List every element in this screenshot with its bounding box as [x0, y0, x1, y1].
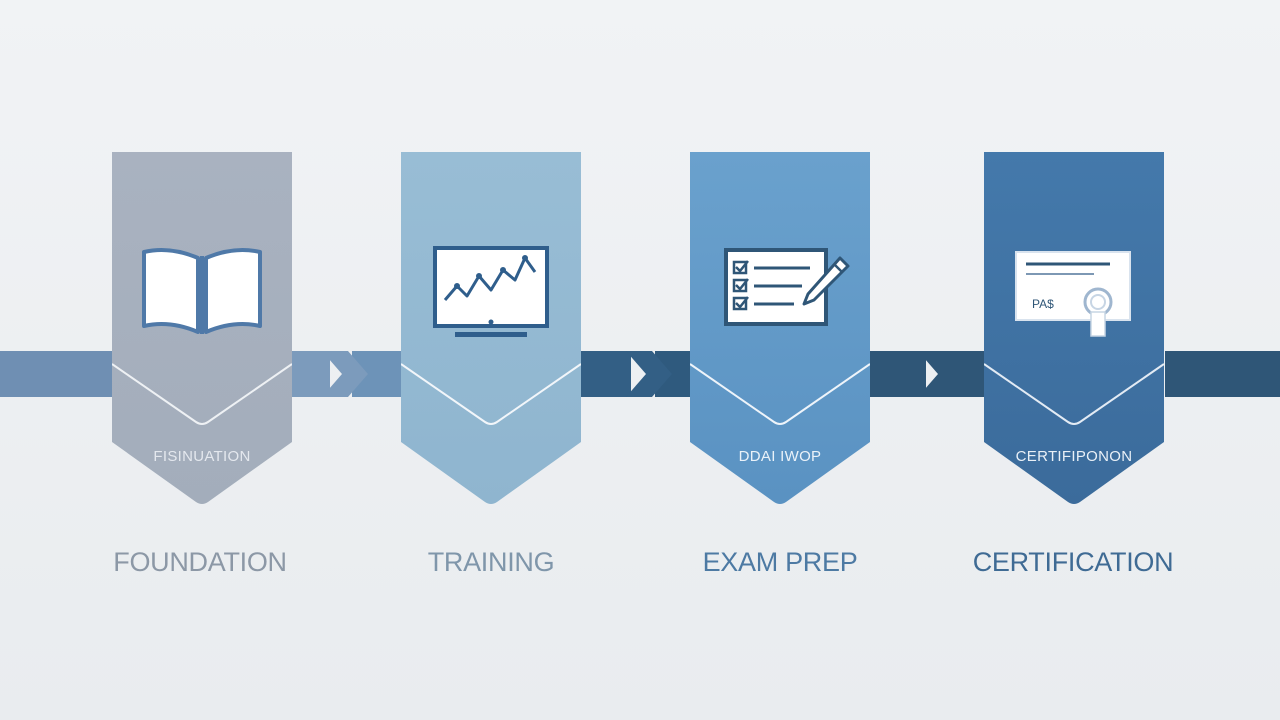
step-banner-foundation: FISINUATION: [112, 152, 292, 505]
chevron-arrow-3: [918, 351, 964, 397]
connector-band-3: [581, 351, 631, 397]
step-banner-training: [401, 152, 581, 505]
step-label-foundation: FOUNDATION: [113, 547, 287, 577]
connector-band-1: [290, 351, 330, 397]
step-banner-exam-prep: DDAI IWOP: [690, 152, 870, 505]
monitor-chart-icon: [433, 246, 549, 337]
certificate-text: PA$: [1032, 297, 1054, 311]
banner-shape: [690, 152, 870, 504]
checklist-pencil-icon: [724, 248, 850, 326]
step-banner-certification: PA$ CERTIFIPONON: [984, 152, 1164, 505]
chevron-arrow-1: [322, 351, 368, 397]
connector-band-5: [868, 351, 926, 397]
banner-inner-label: DDAI IWOP: [738, 448, 822, 465]
chevron-arrow-2: [626, 351, 672, 397]
open-book-icon: [142, 248, 262, 334]
banner-inner-label: CERTIFIPONON: [1015, 448, 1133, 465]
banner-inner-label: FISINUATION: [153, 448, 251, 465]
banner-shape: [984, 152, 1164, 504]
connector-band-start: [0, 351, 112, 397]
step-label-training: TRAINING: [427, 547, 555, 577]
step-label-exam-prep: EXAM PREP: [702, 547, 858, 577]
certificate-seal-icon: PA$: [1015, 251, 1131, 337]
connector-band-end: [1165, 351, 1280, 397]
step-label-certification: CERTIFICATION: [972, 547, 1174, 577]
